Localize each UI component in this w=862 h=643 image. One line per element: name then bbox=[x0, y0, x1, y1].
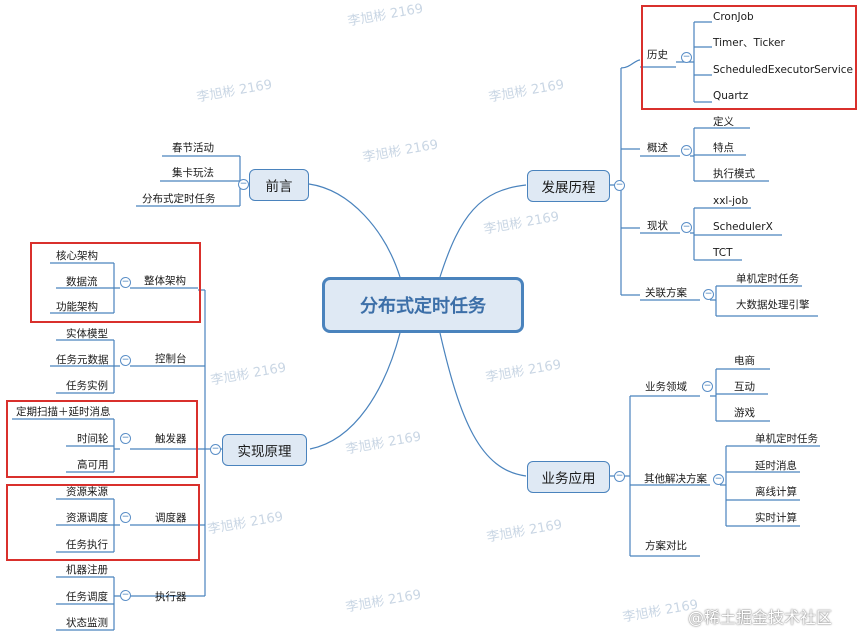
collapse-toggle-application[interactable]: − bbox=[614, 471, 625, 482]
sub-node-arch[interactable]: 整体架构 bbox=[144, 275, 186, 287]
branch-history-label: 发展历程 bbox=[541, 180, 596, 196]
leaf-node[interactable]: 离线计算 bbox=[755, 486, 797, 498]
sub-node-lineage[interactable]: 历史 bbox=[647, 49, 668, 61]
collapse-toggle-lineage[interactable]: − bbox=[681, 52, 692, 63]
leaf-node[interactable]: 定期扫描＋延时消息 bbox=[16, 406, 111, 418]
leaf-node[interactable]: 春节活动 bbox=[172, 142, 214, 154]
highlight-box-lineage bbox=[641, 5, 857, 110]
leaf-node[interactable]: 时间轮 bbox=[77, 433, 109, 445]
leaf-node[interactable]: 执行模式 bbox=[713, 168, 755, 180]
sub-node-compare[interactable]: 方案对比 bbox=[645, 540, 687, 552]
sub-node-console[interactable]: 控制台 bbox=[155, 353, 187, 365]
sub-node-scheduler[interactable]: 调度器 bbox=[155, 512, 187, 524]
leaf-node[interactable]: 单机定时任务 bbox=[736, 273, 799, 285]
sub-node-domain[interactable]: 业务领域 bbox=[645, 381, 687, 393]
sub-node-trigger[interactable]: 触发器 bbox=[155, 433, 187, 445]
leaf-node[interactable]: 实时计算 bbox=[755, 512, 797, 524]
leaf-node[interactable]: 分布式定时任务 bbox=[142, 193, 216, 205]
leaf-node[interactable]: 定义 bbox=[713, 116, 734, 128]
collapse-toggle-history[interactable]: − bbox=[614, 180, 625, 191]
collapse-toggle-status[interactable]: − bbox=[681, 222, 692, 233]
leaf-node[interactable]: 电商 bbox=[734, 355, 755, 367]
branch-application[interactable]: 业务应用 bbox=[527, 461, 610, 493]
collapse-toggle-domain[interactable]: − bbox=[702, 381, 713, 392]
leaf-node[interactable]: 任务实例 bbox=[66, 380, 108, 392]
leaf-node[interactable]: 互动 bbox=[734, 381, 755, 393]
collapse-toggle-overview[interactable]: − bbox=[681, 145, 692, 156]
highlight-box-arch bbox=[30, 242, 201, 323]
leaf-node[interactable]: 特点 bbox=[713, 142, 734, 154]
leaf-node[interactable]: 功能架构 bbox=[56, 301, 98, 313]
root-node[interactable]: 分布式定时任务 bbox=[322, 277, 524, 333]
edge-root-history bbox=[439, 184, 527, 278]
leaf-node[interactable]: 任务执行 bbox=[66, 539, 108, 551]
root-label: 分布式定时任务 bbox=[360, 296, 486, 317]
leaf-node[interactable]: 资源调度 bbox=[66, 512, 108, 524]
leaf-node[interactable]: ScheduledExecutorService bbox=[713, 64, 853, 76]
leaf-node[interactable]: 高可用 bbox=[77, 459, 109, 471]
branch-application-label: 业务应用 bbox=[541, 471, 596, 487]
leaf-node[interactable]: CronJob bbox=[713, 11, 754, 23]
brand-watermark: @稀土掘金技术社区 bbox=[688, 608, 833, 627]
leaf-node[interactable]: 资源来源 bbox=[66, 486, 108, 498]
collapse-toggle-scheduler[interactable]: − bbox=[120, 512, 131, 523]
leaf-node[interactable]: Quartz bbox=[713, 90, 749, 102]
highlight-box-scheduler bbox=[6, 484, 200, 561]
leaf-node[interactable]: xxl-job bbox=[713, 195, 749, 207]
edge-root-principle bbox=[309, 332, 401, 450]
sub-node-status[interactable]: 现状 bbox=[647, 220, 668, 232]
leaf-node[interactable]: 单机定时任务 bbox=[755, 433, 818, 445]
leaf-node[interactable]: Timer、Ticker bbox=[713, 37, 785, 49]
leaf-node[interactable]: 机器注册 bbox=[66, 564, 108, 576]
branch-principle-label: 实现原理 bbox=[237, 444, 292, 460]
edge-root-application bbox=[439, 332, 527, 477]
branch-intro-label: 前言 bbox=[265, 179, 293, 195]
leaf-node[interactable]: 任务调度 bbox=[66, 591, 108, 603]
collapse-toggle-console[interactable]: − bbox=[120, 355, 131, 366]
leaf-node[interactable]: 任务元数据 bbox=[56, 354, 109, 366]
sub-node-overview[interactable]: 概述 bbox=[647, 142, 668, 154]
sub-node-related[interactable]: 关联方案 bbox=[645, 287, 687, 299]
edge-root-intro bbox=[308, 183, 401, 278]
collapse-toggle-executor[interactable]: − bbox=[120, 590, 131, 601]
sub-node-others[interactable]: 其他解决方案 bbox=[644, 473, 707, 485]
collapse-toggle-trigger[interactable]: − bbox=[120, 433, 131, 444]
collapse-toggle-related[interactable]: − bbox=[703, 289, 714, 300]
collapse-toggle-principle[interactable]: − bbox=[210, 444, 221, 455]
leaf-node[interactable]: TCT bbox=[713, 247, 733, 259]
leaf-node[interactable]: 集卡玩法 bbox=[172, 167, 214, 179]
leaf-node[interactable]: 状态监测 bbox=[66, 617, 108, 629]
collapse-toggle-intro[interactable]: − bbox=[238, 179, 249, 190]
leaf-node[interactable]: 实体模型 bbox=[66, 328, 108, 340]
leaf-node[interactable]: 游戏 bbox=[734, 407, 755, 419]
leaf-node[interactable]: 延时消息 bbox=[755, 460, 797, 472]
collapse-toggle-arch[interactable]: − bbox=[120, 277, 131, 288]
highlight-box-trigger bbox=[6, 400, 198, 478]
leaf-node[interactable]: SchedulerX bbox=[713, 221, 773, 233]
leaf-node[interactable]: 大数据处理引擎 bbox=[736, 299, 810, 311]
branch-history[interactable]: 发展历程 bbox=[527, 170, 610, 202]
sub-node-executor[interactable]: 执行器 bbox=[155, 591, 187, 603]
leaf-node[interactable]: 数据流 bbox=[66, 276, 98, 288]
collapse-toggle-others[interactable]: − bbox=[713, 474, 724, 485]
leaf-node[interactable]: 核心架构 bbox=[56, 250, 98, 262]
branch-principle[interactable]: 实现原理 bbox=[222, 434, 307, 466]
branch-intro[interactable]: 前言 bbox=[249, 169, 309, 201]
